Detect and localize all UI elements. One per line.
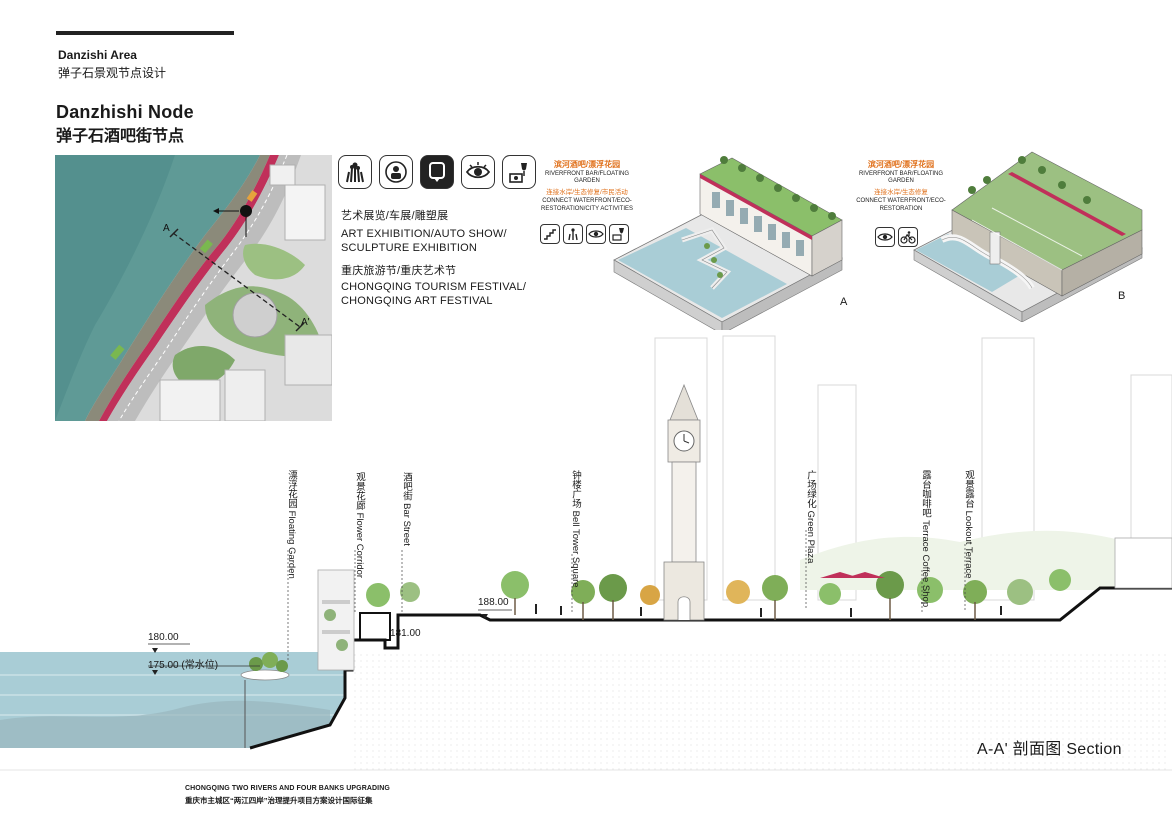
activity-2-zh: 重庆旅游节/重庆艺术节 xyxy=(341,265,457,277)
label-green-plaza-zh: 广场绿化 xyxy=(805,470,816,508)
label-floating-garden-en: Floating Garden xyxy=(286,510,297,579)
label-floating-garden: 漂浮花园 Floating Garden xyxy=(286,470,297,579)
eye-icon xyxy=(461,155,495,189)
iso-a-title-en-1: RIVERFRONT BAR/FLOATING xyxy=(544,170,630,177)
label-bar-street: 酒吧街 Bar Street xyxy=(401,472,412,546)
iso-a-title-en-2: GARDEN xyxy=(574,178,600,184)
label-bar-street-zh: 酒吧街 xyxy=(401,472,412,501)
iso-b-label: B xyxy=(1118,290,1126,302)
label-bell-tower-square-zh: 钟楼广场 xyxy=(570,470,581,508)
iso-a-icon-row xyxy=(540,224,629,244)
iso-b-sub-en-1: CONNECT WATERFRONT/ECO- xyxy=(856,198,946,204)
iso-diagram-a xyxy=(613,156,843,330)
iso-a-label: A xyxy=(840,296,848,308)
elevation-175: 175.00 (常水位) xyxy=(148,660,219,671)
elevation-180: 180.00 xyxy=(148,632,179,643)
section-drawing xyxy=(0,335,1172,771)
iso-b-title-en-1: RIVERFRONT BAR/FLOATING xyxy=(858,170,944,177)
eye-icon xyxy=(875,227,895,247)
iso-b-title-zh: 滨河酒吧/漂浮花园 xyxy=(867,160,935,169)
label-bell-tower-square: 钟楼广场 Bell Tower Square xyxy=(570,470,581,588)
iso-b-title-en-2: GARDEN xyxy=(888,178,914,184)
iso-a-title-zh: 滨河酒吧/漂浮花园 xyxy=(553,160,621,169)
elevation-188: 188.00 xyxy=(478,597,509,608)
map-marker-a: A xyxy=(163,223,170,234)
header-bar xyxy=(56,31,234,35)
label-green-plaza: 广场绿化 Green Plaza xyxy=(805,470,816,563)
label-bar-street-en: Bar Street xyxy=(401,503,412,546)
label-flower-corridor: 观景花廊 Flower Corridor xyxy=(354,472,365,578)
label-green-plaza-en: Green Plaza xyxy=(805,510,816,564)
wine-icon xyxy=(502,155,536,189)
stairs-icon xyxy=(540,224,560,244)
activity-1-en-1: ART EXHIBITION/AUTO SHOW/ xyxy=(341,228,507,240)
footer-title-en: CHONGQING TWO RIVERS AND FOUR BANKS UPGR… xyxy=(185,785,390,792)
site-plan-map: A A' xyxy=(55,155,332,421)
flower-icon xyxy=(563,224,583,244)
iso-a-sub-en-2: RESTORATION/CITY ACTIVITIES xyxy=(540,205,633,212)
label-flower-corridor-en: Flower Corridor xyxy=(354,512,365,579)
activity-2-en-2: CHONGQING ART FESTIVAL xyxy=(341,295,493,307)
iso-a-sub-en-1: CONNECT WATERFRONT/ECO- xyxy=(542,198,632,204)
iso-b-icon-row xyxy=(875,227,918,247)
activity-list-1: 艺术展览/车展/雕塑展 ART EXHIBITION/AUTO SHOW/ SC… xyxy=(341,209,507,255)
iso-a-sub-zh: 连接水岸/生态修复/市民活动 xyxy=(546,188,628,196)
iso-a-caption: 滨河酒吧/漂浮花园 RIVERFRONT BAR/FLOATING GARDEN… xyxy=(533,161,641,213)
label-floating-garden-zh: 漂浮花园 xyxy=(286,470,297,508)
activity-2-en-1: CHONGQING TOURISM FESTIVAL/ xyxy=(341,281,527,293)
label-terrace-coffee-shop-en: Terrace Coffee Shop xyxy=(920,520,931,608)
label-lookout-terrace-zh: 观景露台 xyxy=(963,470,974,508)
map-marker-a-prime: A' xyxy=(301,317,310,328)
label-flower-corridor-zh: 观景花廊 xyxy=(354,472,365,510)
label-terrace-coffee-shop-zh: 露台咖啡吧 xyxy=(920,470,931,518)
area-title-zh: 弹子石景观节点设计 xyxy=(58,66,167,80)
area-title-en: Danzishi Area xyxy=(58,48,137,62)
eye-icon xyxy=(586,224,606,244)
iso-b-sub-en-2: RESTORATION xyxy=(879,205,923,212)
iso-b-caption: 滨河酒吧/漂浮花园 RIVERFRONT BAR/FLOATING GARDEN… xyxy=(847,161,955,213)
activity-1-en-2: SCULPTURE EXHIBITION xyxy=(341,242,478,254)
location-pin-icon xyxy=(420,155,454,189)
label-bell-tower-square-en: Bell Tower Square xyxy=(570,510,581,588)
wine-icon xyxy=(609,224,629,244)
elevation-181: 181.00 xyxy=(390,628,421,639)
activity-1-zh: 艺术展览/车展/雕塑展 xyxy=(341,210,449,222)
footer-title-zh: 重庆市主城区“两江四岸”治理提升项目方案设计国际征集 xyxy=(185,796,373,805)
node-title-en: Danzhishi Node xyxy=(56,102,194,122)
label-terrace-coffee-shop: 露台咖啡吧 Terrace Coffee Shop xyxy=(920,470,931,607)
flower-icon xyxy=(338,155,372,189)
activity-list-2: 重庆旅游节/重庆艺术节 CHONGQING TOURISM FESTIVAL/ … xyxy=(341,264,526,308)
node-title-zh: 弹子石酒吧街节点 xyxy=(56,128,185,145)
bicycle-icon xyxy=(898,227,918,247)
label-lookout-terrace: 观景露台 Lookout Terrace xyxy=(963,470,974,579)
iso-diagram-b xyxy=(913,151,1143,322)
person-frame-icon xyxy=(379,155,413,189)
section-title: A-A' 剖面图 Section xyxy=(977,741,1122,758)
activity-icon-row xyxy=(338,155,536,189)
label-lookout-terrace-en: Lookout Terrace xyxy=(963,510,974,579)
iso-b-sub-zh: 连接水岸/生态修复 xyxy=(874,188,928,196)
